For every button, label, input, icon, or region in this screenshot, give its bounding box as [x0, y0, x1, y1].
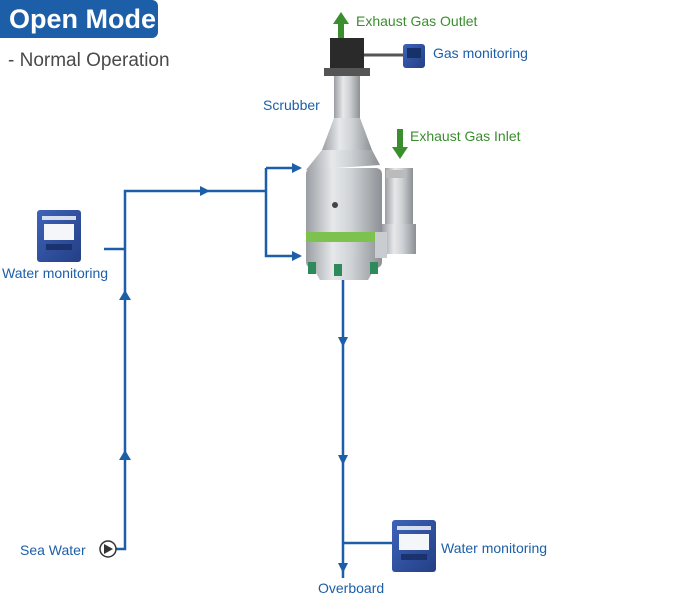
exhaust-arrow-up: [333, 12, 349, 42]
flow-arrow-right: [200, 186, 210, 196]
flow-arrow-up-2: [119, 450, 131, 460]
sea-water-label: Sea Water: [20, 542, 86, 558]
outlet-stack-top: [330, 38, 364, 72]
overboard-label: Overboard: [318, 580, 385, 596]
scrubber-body: [306, 168, 382, 268]
exhaust-gas-outlet-label: Exhaust Gas Outlet: [356, 13, 478, 29]
flow-arrow-up-1: [119, 290, 131, 300]
water-monitor-right-device: [392, 520, 436, 572]
water-pipes: [104, 166, 392, 578]
flow-arrow-down-3: [338, 563, 348, 573]
gas-monitor-device: [403, 44, 425, 68]
flow-arrow-down-1: [338, 337, 348, 347]
exhaust-gas-inlet-label: Exhaust Gas Inlet: [410, 128, 521, 144]
exhaust-arrow-down: [392, 129, 408, 159]
flow-arrow-down-2: [338, 455, 348, 465]
flow-arrow-feed-1: [292, 163, 302, 173]
seawater-supply-pipe: [115, 189, 266, 551]
gas-monitoring-label: Gas monitoring: [433, 45, 528, 61]
pump-icon: [99, 540, 117, 558]
water-monitoring-left-label: Water monitoring: [2, 265, 109, 281]
water-monitor-left-device: [37, 210, 81, 262]
scrubber-tower: [306, 38, 416, 280]
scrubber-label: Scrubber: [263, 97, 320, 113]
water-monitoring-right-label: Water monitoring: [441, 540, 548, 556]
flow-arrows: [119, 163, 348, 573]
scrubber-feed-branch: [264, 168, 300, 258]
mode-subtitle: - Normal Operation: [8, 50, 170, 71]
mode-title: Open Mode: [0, 0, 158, 38]
flow-arrow-feed-2: [292, 251, 302, 261]
